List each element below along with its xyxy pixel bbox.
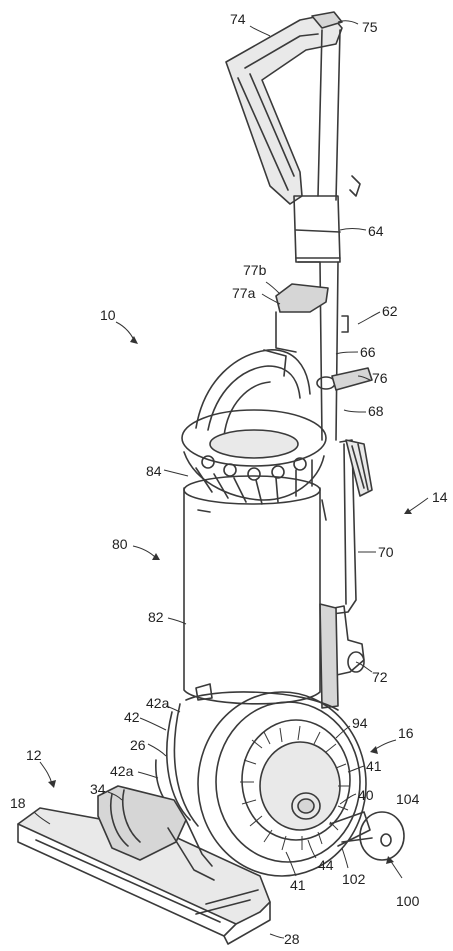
label-102: 102	[342, 871, 366, 887]
reference-numerals: 74 75 64 77b 77a 62 10 66 76 68 84 14 80…	[10, 11, 448, 947]
label-41-right: 41	[366, 758, 382, 774]
label-100: 100	[396, 893, 420, 909]
label-68: 68	[368, 403, 384, 419]
label-66: 66	[360, 344, 376, 360]
label-18: 18	[10, 795, 26, 811]
main-body-ball	[155, 691, 405, 877]
label-77b: 77b	[243, 262, 267, 278]
label-94: 94	[352, 715, 368, 731]
label-42a-top: 42a	[146, 695, 170, 711]
cyclone-shroud	[181, 349, 327, 505]
label-26: 26	[130, 737, 146, 753]
label-74: 74	[230, 11, 246, 27]
label-64: 64	[368, 223, 384, 239]
wand-tube	[275, 195, 373, 709]
label-14: 14	[432, 489, 448, 505]
label-12: 12	[26, 747, 42, 763]
leader-lines	[33, 20, 381, 939]
label-41-bottom: 41	[290, 877, 306, 893]
reference-arrows	[39, 321, 429, 879]
label-80: 80	[112, 536, 128, 552]
cleaner-head	[17, 785, 271, 945]
label-104: 104	[396, 791, 420, 807]
label-75: 75	[362, 19, 378, 35]
label-84: 84	[146, 463, 162, 479]
handle	[225, 11, 361, 205]
label-28: 28	[284, 931, 300, 946]
label-34: 34	[90, 781, 106, 797]
label-82: 82	[148, 609, 164, 625]
label-10: 10	[100, 307, 116, 323]
label-42a-bottom: 42a	[110, 763, 134, 779]
label-76: 76	[372, 370, 388, 386]
label-62: 62	[382, 303, 398, 319]
label-16: 16	[398, 725, 414, 741]
label-70: 70	[378, 544, 394, 560]
label-42: 42	[124, 709, 140, 725]
label-40: 40	[358, 787, 374, 803]
label-77a: 77a	[232, 285, 256, 301]
label-44: 44	[318, 857, 334, 873]
label-72: 72	[372, 669, 388, 685]
separating-bin	[183, 475, 327, 705]
